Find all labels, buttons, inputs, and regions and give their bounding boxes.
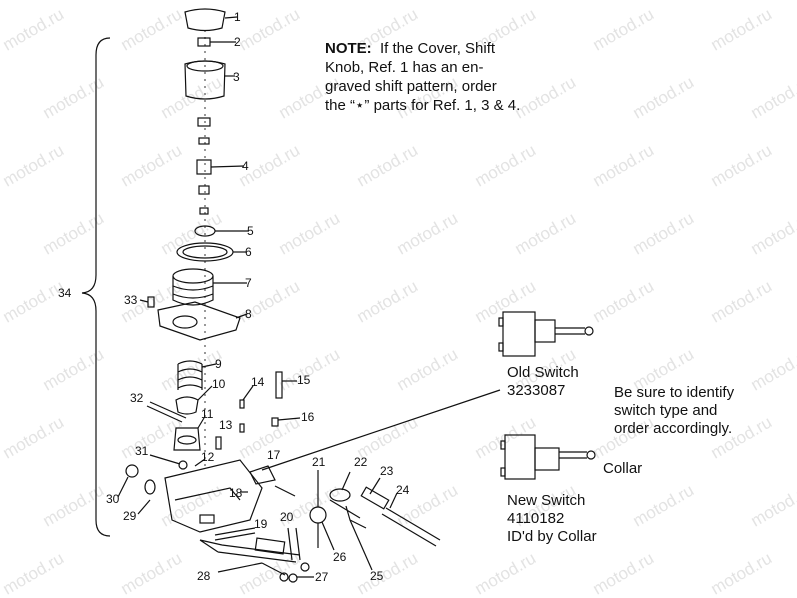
ref-number-5: 5 bbox=[247, 224, 254, 238]
shift-knob-cover bbox=[184, 8, 226, 32]
gate-plate bbox=[157, 301, 241, 341]
ref-number-33: 33 bbox=[124, 293, 138, 307]
note-heading: NOTE: bbox=[325, 40, 372, 57]
ref-number-3: 3 bbox=[233, 70, 240, 84]
note-line: the “⋆” parts for Ref. 1, 3 & 4. bbox=[325, 97, 521, 114]
ref-number-12: 12 bbox=[201, 450, 215, 464]
ref-number-2: 2 bbox=[234, 35, 241, 49]
ref-number-29: 29 bbox=[123, 509, 137, 523]
ref-number-15: 15 bbox=[297, 373, 311, 387]
bracket-34 bbox=[81, 37, 111, 537]
ref-number-30: 30 bbox=[106, 492, 120, 506]
note-text: NOTE: If the Cover, Shift Knob, Ref. 1 h… bbox=[325, 39, 565, 115]
ref-number-25: 25 bbox=[370, 569, 384, 583]
old-switch-part-number: 3233087 bbox=[507, 382, 566, 399]
ref-number-26: 26 bbox=[333, 550, 347, 564]
new-switch-name: New Switch bbox=[507, 492, 586, 509]
ref-number-8: 8 bbox=[245, 307, 252, 321]
ref-number-17: 17 bbox=[267, 448, 281, 462]
ref-number-21: 21 bbox=[312, 455, 326, 469]
note-line: Knob, Ref. 1 has an en- bbox=[325, 59, 484, 76]
part-2 bbox=[197, 37, 211, 47]
advice-line: Be sure to identify bbox=[614, 384, 735, 401]
ref-number-22: 22 bbox=[354, 455, 368, 469]
ref-number-18: 18 bbox=[229, 486, 243, 500]
new-switch-drawing bbox=[500, 434, 596, 480]
ref-number-14: 14 bbox=[251, 375, 265, 389]
ref-number-7: 7 bbox=[245, 276, 252, 290]
ref-number-16: 16 bbox=[301, 410, 315, 424]
ref-number-6: 6 bbox=[245, 245, 252, 259]
new-switch-id-note: ID'd by Collar bbox=[507, 528, 597, 545]
old-switch-name: Old Switch bbox=[507, 364, 579, 381]
ref-number-9: 9 bbox=[215, 357, 222, 371]
ref-number-32: 32 bbox=[130, 391, 144, 405]
ref-number-11: 11 bbox=[201, 407, 214, 421]
ref-number-13: 13 bbox=[219, 418, 233, 432]
advice-line: switch type and bbox=[614, 402, 718, 419]
shifter-housing bbox=[164, 459, 263, 533]
ref-number-20: 20 bbox=[280, 510, 294, 524]
ref-number-27: 27 bbox=[315, 570, 329, 584]
note-line: graved shift pattern, order bbox=[325, 78, 497, 95]
ref-number-19: 19 bbox=[254, 517, 268, 531]
old-switch-drawing bbox=[498, 311, 594, 357]
note-line: If the Cover, Shift bbox=[380, 40, 496, 57]
advice-line: order accordingly. bbox=[614, 420, 733, 437]
ref-number-1: 1 bbox=[234, 10, 241, 24]
advice-text: Be sure to identify switch type and orde… bbox=[614, 384, 734, 438]
ref-number-34: 34 bbox=[58, 286, 72, 300]
old-switch-label: Old Switch 3233087 bbox=[507, 364, 579, 400]
ref-number-23: 23 bbox=[380, 464, 394, 478]
new-switch-label: New Switch 4110182 ID'd by Collar bbox=[507, 492, 597, 546]
collar-label: Collar bbox=[603, 460, 643, 477]
ref-number-24: 24 bbox=[396, 483, 410, 497]
ref-number-4: 4 bbox=[242, 159, 249, 173]
ref-number-10: 10 bbox=[212, 377, 226, 391]
ref-number-31: 31 bbox=[135, 444, 149, 458]
new-switch-part-number: 4110182 bbox=[507, 510, 565, 527]
ref-number-28: 28 bbox=[197, 569, 211, 583]
